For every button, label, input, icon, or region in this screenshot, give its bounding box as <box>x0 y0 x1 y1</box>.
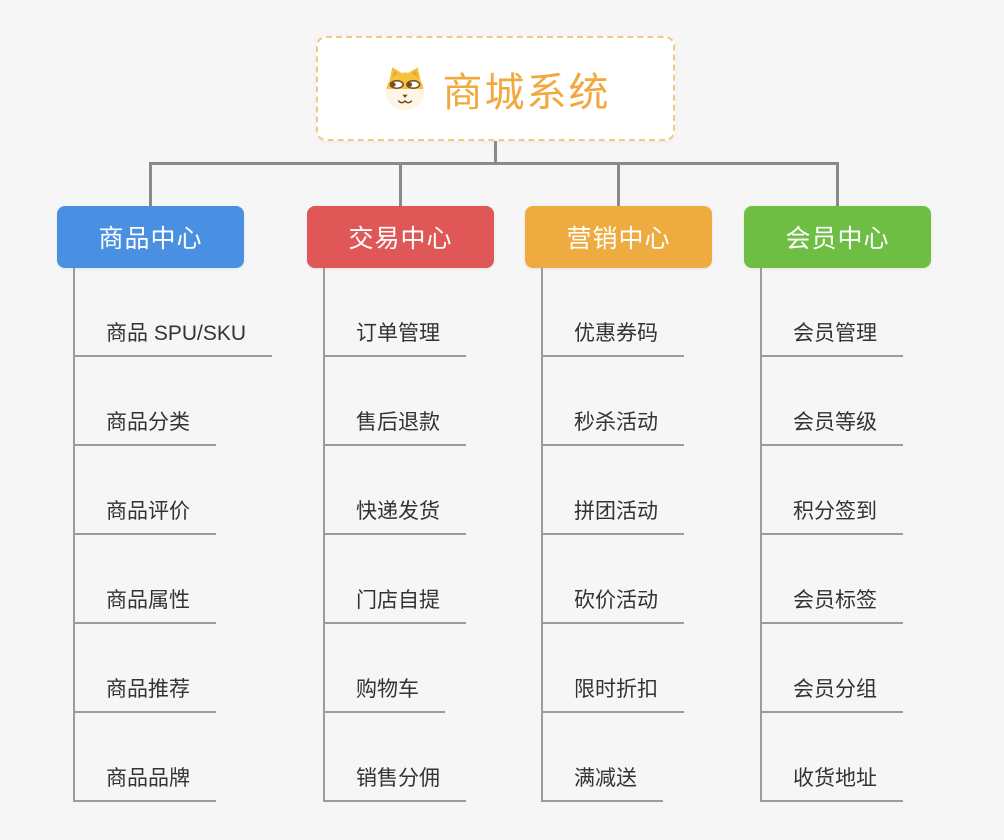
branch-drop-connector <box>617 165 620 208</box>
child-node[interactable]: 销售分佣 <box>325 713 466 802</box>
child-node[interactable]: 商品品牌 <box>75 713 216 802</box>
branch-node-3[interactable]: 营销中心 <box>525 206 712 268</box>
child-node[interactable]: 积分签到 <box>762 446 903 535</box>
child-node[interactable]: 拼团活动 <box>543 446 684 535</box>
child-node[interactable]: 门店自提 <box>325 535 466 624</box>
branch-children: 会员管理会员等级积分签到会员标签会员分组收货地址 <box>760 268 903 802</box>
child-node[interactable]: 快递发货 <box>325 446 466 535</box>
branch-drop-connector <box>399 165 402 208</box>
branch-node-2[interactable]: 交易中心 <box>307 206 494 268</box>
branch-drop-connector <box>836 165 839 208</box>
child-node[interactable]: 商品属性 <box>75 535 216 624</box>
child-node[interactable]: 购物车 <box>325 624 445 713</box>
root-title: 商城系统 <box>442 70 611 115</box>
root-stem-connector <box>493 141 497 165</box>
branch-children: 订单管理售后退款快递发货门店自提购物车销售分佣 <box>323 268 466 802</box>
child-node[interactable]: 收货地址 <box>762 713 903 802</box>
root-node[interactable]: 商城系统 <box>316 36 675 141</box>
child-node[interactable]: 会员标签 <box>762 535 903 624</box>
branch-label: 营销中心 <box>566 225 671 253</box>
branch-children: 优惠券码秒杀活动拼团活动砍价活动限时折扣满减送 <box>541 268 684 802</box>
branch-label: 商品中心 <box>98 225 203 253</box>
child-node[interactable]: 会员分组 <box>762 624 903 713</box>
branch-node-4[interactable]: 会员中心 <box>744 206 931 268</box>
child-node[interactable]: 售后退款 <box>325 357 466 446</box>
branch-label: 会员中心 <box>785 225 890 253</box>
branch-label: 交易中心 <box>348 225 453 253</box>
child-node[interactable]: 商品推荐 <box>75 624 216 713</box>
child-node[interactable]: 满减送 <box>543 713 663 802</box>
child-node[interactable]: 会员管理 <box>762 268 903 357</box>
child-node[interactable]: 商品分类 <box>75 357 216 446</box>
child-node[interactable]: 商品评价 <box>75 446 216 535</box>
child-node[interactable]: 限时折扣 <box>543 624 684 713</box>
child-node[interactable]: 订单管理 <box>325 268 466 357</box>
child-node[interactable]: 商品 SPU/SKU <box>75 268 273 357</box>
child-node[interactable]: 秒杀活动 <box>543 357 684 446</box>
child-node[interactable]: 砍价活动 <box>543 535 684 624</box>
dog-face-icon <box>385 66 424 110</box>
branch-drop-connector <box>149 165 152 208</box>
branch-bus-connector <box>149 162 839 165</box>
branch-node-1[interactable]: 商品中心 <box>57 206 244 268</box>
child-node[interactable]: 会员等级 <box>762 357 903 446</box>
child-node[interactable]: 优惠券码 <box>543 268 684 357</box>
